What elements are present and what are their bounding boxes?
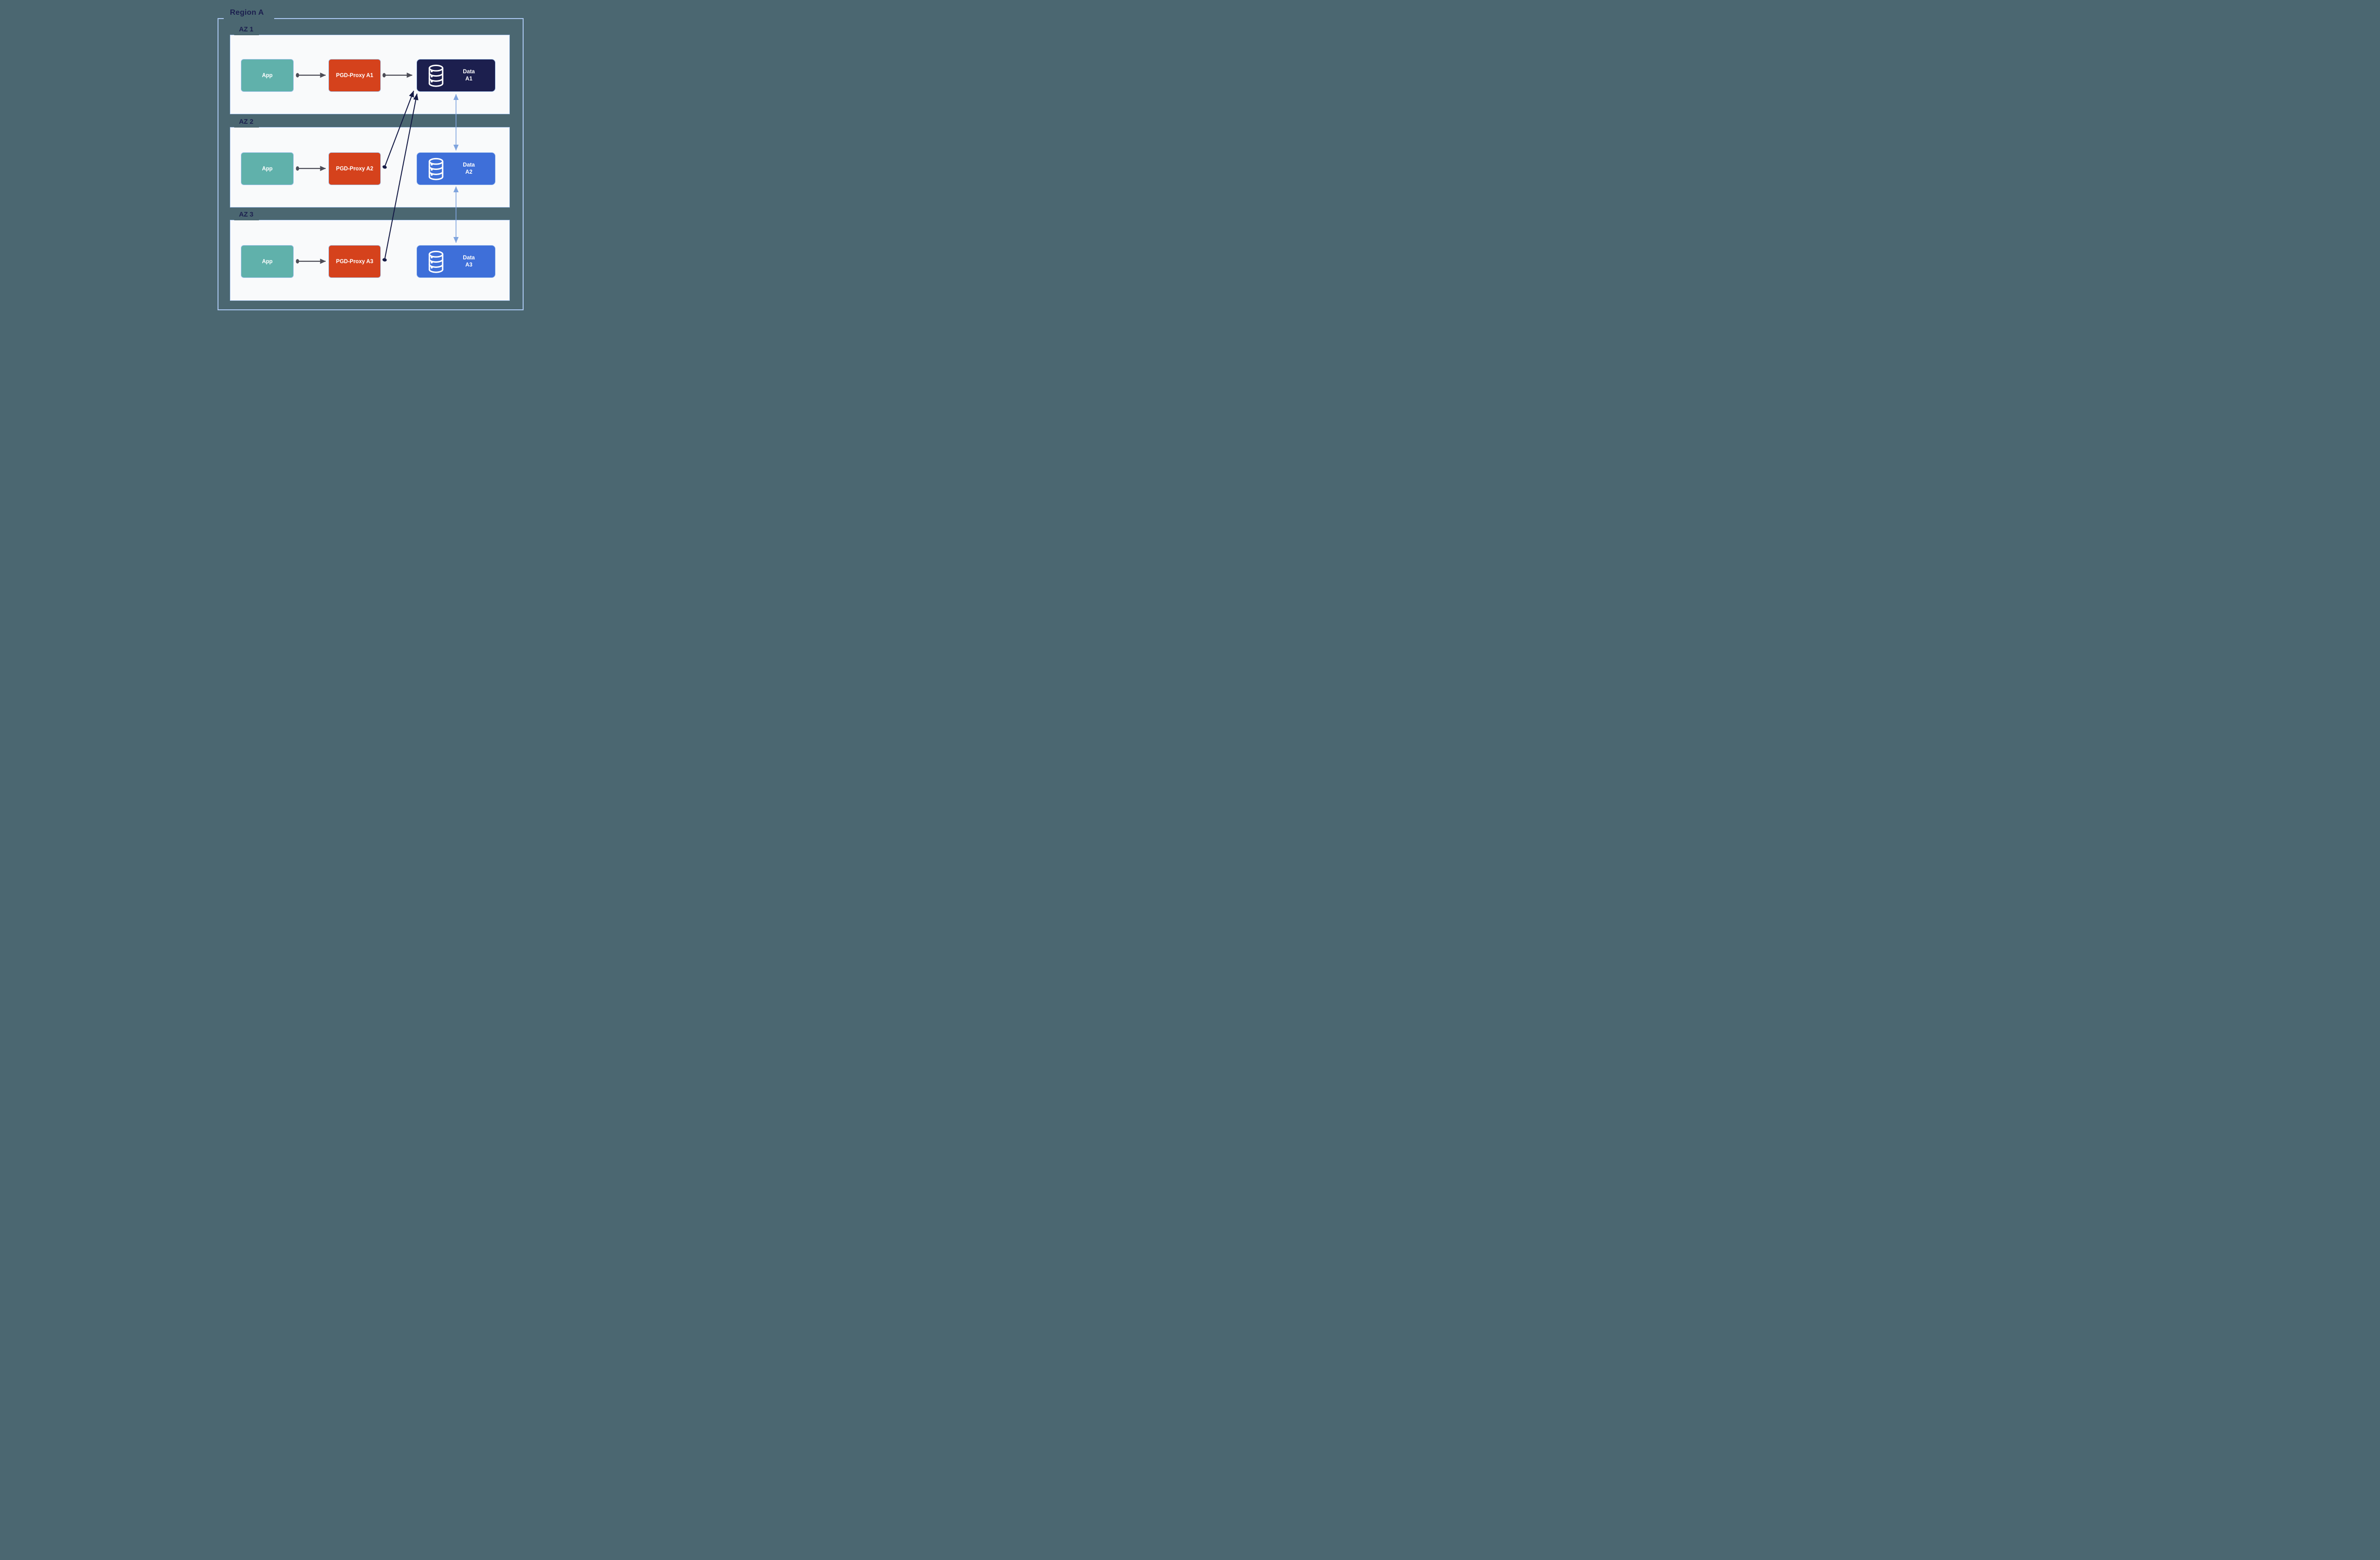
az3-label: AZ 3 (234, 209, 259, 220)
pgd-proxy-node-az3: PGD-Proxy A3 (328, 245, 381, 278)
app-node-az1-label: App (262, 72, 273, 79)
az1-label: AZ 1 (234, 24, 259, 35)
pgd-proxy-node-az1-label: PGD-Proxy A1 (336, 72, 374, 79)
app-node-az2-label: App (262, 166, 273, 172)
app-node-az3: App (241, 245, 294, 278)
data-node-a3-label: Data A3 (463, 255, 475, 268)
region-label: Region A (224, 7, 275, 20)
diagram-canvas: Region A AZ 1 AZ 2 AZ 3 App PGD-Proxy A1 (0, 0, 746, 322)
app-node-az1: App (241, 59, 294, 92)
app-node-az3-label: App (262, 258, 273, 265)
data-node-a2-label: Data A2 (463, 162, 475, 175)
pgd-proxy-node-az2-label: PGD-Proxy A2 (336, 166, 374, 172)
region-container (218, 18, 524, 310)
data-node-a3: Data A3 (416, 245, 496, 278)
pgd-proxy-node-az3-label: PGD-Proxy A3 (336, 258, 374, 265)
database-icon (426, 158, 446, 180)
app-node-az2: App (241, 152, 294, 185)
data-node-a1: Data A1 (416, 59, 496, 92)
data-node-a2: Data A2 (416, 152, 496, 185)
database-icon (426, 250, 446, 273)
pgd-proxy-node-az1: PGD-Proxy A1 (328, 59, 381, 92)
az2-label: AZ 2 (234, 116, 259, 128)
database-icon (426, 64, 446, 87)
pgd-proxy-node-az2: PGD-Proxy A2 (328, 152, 381, 185)
data-node-a1-label: Data A1 (463, 69, 475, 82)
